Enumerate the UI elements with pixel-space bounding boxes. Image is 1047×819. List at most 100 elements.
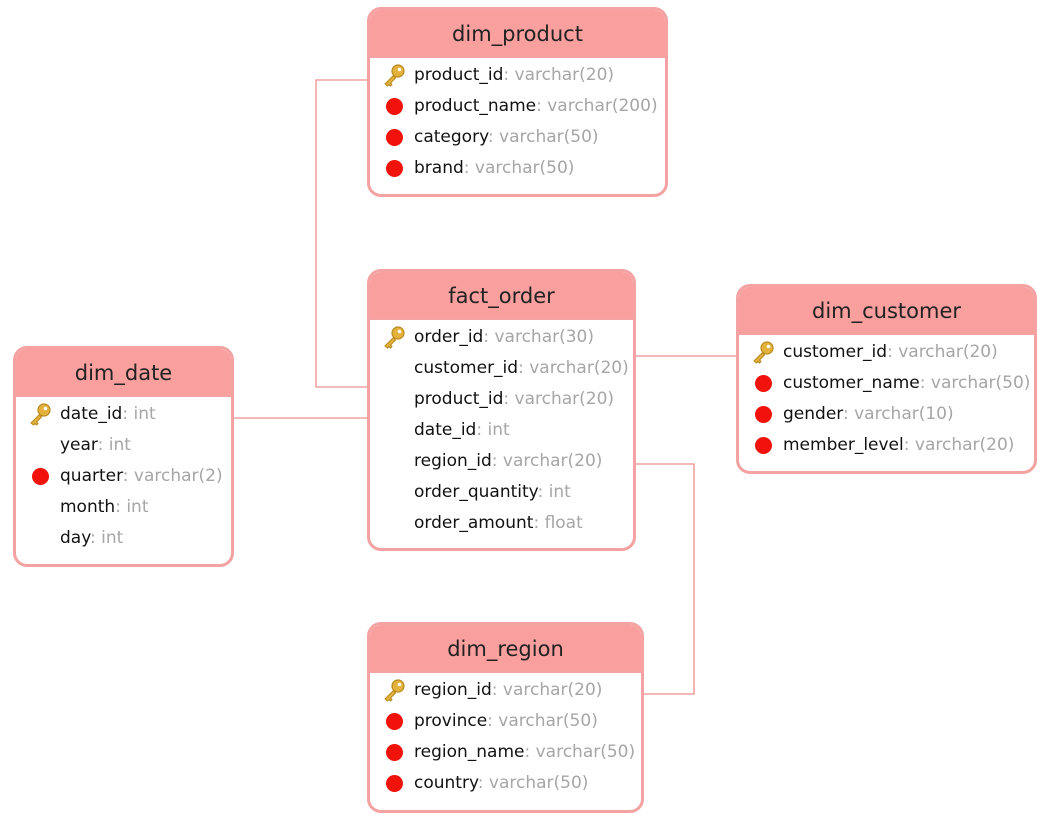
key-icon bbox=[28, 402, 52, 426]
column-row[interactable]: category: varchar(50) bbox=[370, 122, 665, 153]
column-row[interactable]: region_id: varchar(20) bbox=[370, 446, 633, 477]
column-type: : int bbox=[537, 482, 571, 502]
column-row[interactable]: date_id: int bbox=[370, 415, 633, 446]
column-name: category bbox=[414, 127, 488, 147]
column-type: : varchar(2) bbox=[122, 466, 223, 486]
column-type: : int bbox=[115, 497, 149, 517]
column-text: order_id: varchar(30) bbox=[414, 327, 594, 347]
key-icon bbox=[382, 325, 406, 349]
column-row[interactable]: brand: varchar(50) bbox=[370, 153, 665, 184]
column-row[interactable]: quarter: varchar(2) bbox=[16, 461, 231, 492]
column-text: member_level: varchar(20) bbox=[783, 435, 1014, 455]
table-title: dim_customer bbox=[739, 287, 1034, 335]
no-icon bbox=[28, 526, 52, 550]
no-icon bbox=[28, 433, 52, 457]
key-icon bbox=[382, 678, 406, 702]
column-row[interactable]: province: varchar(50) bbox=[370, 706, 641, 737]
column-row[interactable]: region_name: varchar(50) bbox=[370, 737, 641, 768]
column-list: product_id: varchar(20)product_name: var… bbox=[370, 58, 665, 184]
column-type: : int bbox=[97, 435, 131, 455]
required-dot-icon bbox=[382, 94, 406, 118]
column-row[interactable]: customer_id: varchar(20) bbox=[739, 337, 1034, 368]
column-name: month bbox=[60, 497, 116, 517]
column-type: : int bbox=[90, 528, 124, 548]
column-row[interactable]: date_id: int bbox=[16, 399, 231, 430]
column-list: order_id: varchar(30)customer_id: varcha… bbox=[370, 320, 633, 539]
required-dot-icon bbox=[28, 464, 52, 488]
column-text: product_id: varchar(20) bbox=[414, 389, 614, 409]
link-fact-order-to-dim-product bbox=[315, 79, 369, 388]
column-row[interactable]: gender: varchar(10) bbox=[739, 399, 1034, 430]
column-row[interactable]: country: varchar(50) bbox=[370, 768, 641, 799]
column-text: date_id: int bbox=[60, 404, 156, 424]
column-name: brand bbox=[414, 158, 464, 178]
column-row[interactable]: customer_id: varchar(20) bbox=[370, 353, 633, 384]
column-text: gender: varchar(10) bbox=[783, 404, 954, 424]
column-text: order_quantity: int bbox=[414, 482, 571, 502]
column-name: product_id bbox=[414, 65, 504, 85]
column-row[interactable]: order_id: varchar(30) bbox=[370, 322, 633, 353]
column-type: : varchar(50) bbox=[463, 158, 575, 178]
column-text: year: int bbox=[60, 435, 131, 455]
column-type: : varchar(20) bbox=[491, 451, 603, 471]
no-icon bbox=[382, 387, 406, 411]
column-row[interactable]: product_name: varchar(200) bbox=[370, 91, 665, 122]
column-type: : int bbox=[122, 404, 156, 424]
column-name: order_quantity bbox=[414, 482, 538, 502]
required-dot-icon bbox=[382, 771, 406, 795]
table-title: fact_order bbox=[370, 272, 633, 320]
required-dot-icon bbox=[382, 125, 406, 149]
column-row[interactable]: month: int bbox=[16, 492, 231, 523]
column-type: : varchar(20) bbox=[491, 680, 603, 700]
column-text: brand: varchar(50) bbox=[414, 158, 574, 178]
column-type: : varchar(200) bbox=[536, 96, 658, 116]
column-row[interactable]: product_id: varchar(20) bbox=[370, 60, 665, 91]
column-type: : varchar(20) bbox=[518, 358, 629, 378]
table-title: dim_product bbox=[370, 10, 665, 58]
column-name: customer_id bbox=[414, 358, 519, 378]
column-text: category: varchar(50) bbox=[414, 127, 599, 147]
column-text: product_name: varchar(200) bbox=[414, 96, 658, 116]
column-row[interactable]: order_quantity: int bbox=[370, 477, 633, 508]
no-icon bbox=[382, 418, 406, 442]
column-name: date_id bbox=[60, 404, 123, 424]
key-icon bbox=[751, 340, 775, 364]
column-name: order_id bbox=[414, 327, 484, 347]
column-type: : varchar(20) bbox=[903, 435, 1015, 455]
column-name: region_id bbox=[414, 451, 492, 471]
column-list: customer_id: varchar(20)customer_name: v… bbox=[739, 335, 1034, 461]
column-row[interactable]: member_level: varchar(20) bbox=[739, 430, 1034, 461]
required-dot-icon bbox=[382, 709, 406, 733]
column-type: : varchar(50) bbox=[487, 127, 599, 147]
no-icon bbox=[382, 480, 406, 504]
column-name: date_id bbox=[414, 420, 477, 440]
column-type: : float bbox=[533, 513, 583, 533]
column-list: region_id: varchar(20)province: varchar(… bbox=[370, 673, 641, 799]
column-text: product_id: varchar(20) bbox=[414, 65, 614, 85]
column-row[interactable]: year: int bbox=[16, 430, 231, 461]
column-name: customer_id bbox=[783, 342, 888, 362]
required-dot-icon bbox=[751, 371, 775, 395]
column-name: order_amount bbox=[414, 513, 534, 533]
column-name: product_name bbox=[414, 96, 537, 116]
column-text: customer_name: varchar(50) bbox=[783, 373, 1030, 393]
table-fact-order[interactable]: fact_order order_id: varchar(30) customer_… bbox=[367, 269, 636, 551]
column-row[interactable]: day: int bbox=[16, 523, 231, 554]
column-row[interactable]: region_id: varchar(20) bbox=[370, 675, 641, 706]
column-type: : varchar(20) bbox=[887, 342, 998, 362]
column-row[interactable]: customer_name: varchar(50) bbox=[739, 368, 1034, 399]
column-type: : varchar(50) bbox=[487, 711, 598, 731]
column-type: : varchar(20) bbox=[503, 65, 615, 85]
column-name: day bbox=[60, 528, 91, 548]
column-name: customer_name bbox=[783, 373, 920, 393]
column-text: order_amount: float bbox=[414, 513, 583, 533]
column-row[interactable]: order_amount: float bbox=[370, 508, 633, 539]
column-row[interactable]: product_id: varchar(20) bbox=[370, 384, 633, 415]
column-text: region_name: varchar(50) bbox=[414, 742, 635, 762]
